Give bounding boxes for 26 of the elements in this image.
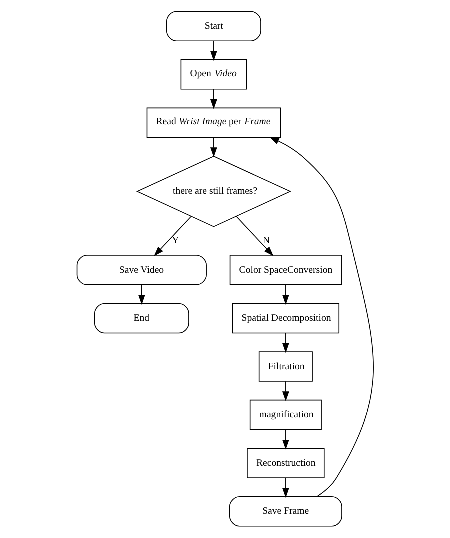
node-box: Read Wrist Image per Frame <box>146 108 281 138</box>
node-box: Filtration <box>258 352 312 382</box>
edge-label: Y <box>172 236 179 247</box>
arrow <box>138 284 145 305</box>
arrow <box>282 478 289 498</box>
node-box: Spatial Decomposition <box>232 303 340 334</box>
node-box: Save Video <box>76 255 206 286</box>
node-box: magnification <box>249 400 322 430</box>
node-diamond: there are still frames? <box>136 156 291 228</box>
edge-label: N <box>262 236 270 247</box>
arrow <box>269 137 374 498</box>
node-box: Save Frame <box>228 496 342 527</box>
arrow <box>282 429 289 450</box>
arrow <box>236 216 274 256</box>
arrow <box>282 332 289 354</box>
arrow <box>282 284 289 305</box>
arrow <box>154 216 192 256</box>
node-box: Start <box>166 11 261 42</box>
node-box: Open Video <box>180 60 247 90</box>
node-box: Color SpaceConversion <box>229 255 342 286</box>
node-box: Reconstruction <box>246 448 324 478</box>
arrow <box>282 381 289 402</box>
arrow <box>210 138 217 158</box>
arrow <box>210 89 217 110</box>
node-box: End <box>94 303 189 334</box>
arrow <box>210 40 217 62</box>
